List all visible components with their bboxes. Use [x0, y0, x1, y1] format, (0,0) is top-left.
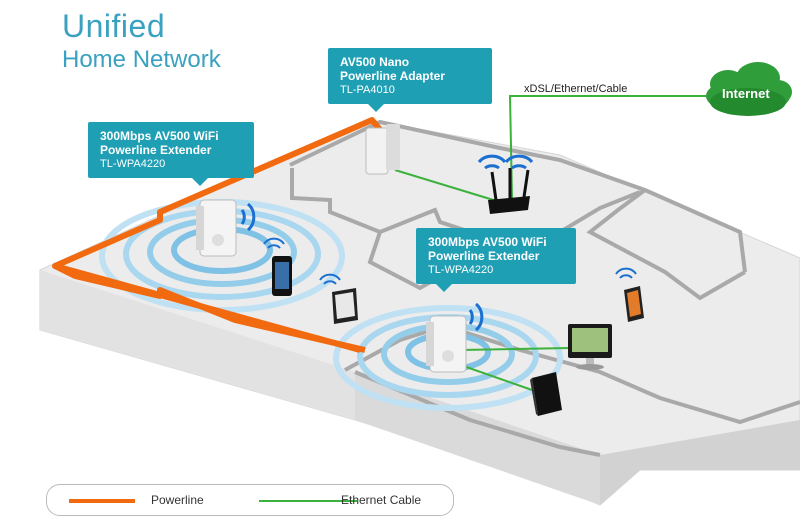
- nas-tower-icon: [530, 372, 562, 416]
- callout-title: Powerline Extender: [100, 143, 212, 157]
- legend-powerline-label: Powerline: [151, 493, 204, 507]
- legend-ethernet-swatch: [259, 500, 357, 502]
- callout-title: Powerline Extender: [428, 249, 540, 263]
- ethernet-adapter-router: [394, 169, 501, 203]
- legend-ethernet-label: Ethernet Cable: [341, 493, 422, 507]
- android-phone-icon: [624, 286, 644, 322]
- ethernet-extender-desktop: [459, 347, 571, 351]
- callout-title: 300Mbps AV500 WiFi: [100, 129, 219, 143]
- callout-model: TL-PA4010: [340, 84, 395, 96]
- callout-title: 300Mbps AV500 WiFi: [428, 235, 547, 249]
- desktop-monitor-icon: [568, 324, 612, 370]
- callout-adapter: AV500 Nano Powerline Adapter TL-PA4010: [328, 48, 492, 112]
- powerline-wiring-lower: [53, 263, 366, 353]
- powerline-adapter-icon: [365, 124, 400, 175]
- callout-title: AV500 Nano: [340, 55, 410, 69]
- page-title: Unified: [62, 8, 166, 44]
- ethernet-to-isp: [508, 95, 718, 199]
- legend-powerline-swatch: [69, 499, 135, 503]
- smartphone-icon: [272, 256, 292, 296]
- router-icon: [488, 168, 530, 214]
- callout-title: Powerline Adapter: [340, 69, 445, 83]
- tablet-icon: [332, 288, 358, 324]
- wifi-extender-icon: [196, 199, 237, 257]
- wifi-extender-icon: [426, 315, 467, 373]
- legend: Powerline Ethernet Cable: [46, 484, 454, 516]
- wifi-signal-icon: [263, 237, 637, 285]
- internet-label: Internet: [722, 86, 770, 101]
- callout-extender-right: 300Mbps AV500 WiFi Powerline Extender TL…: [416, 228, 576, 292]
- callout-model: TL-WPA4220: [428, 264, 494, 276]
- cloud-icon: [706, 62, 792, 116]
- wifi-signal-icon: [240, 154, 534, 332]
- callout-extender-left: 300Mbps AV500 WiFi Powerline Extender TL…: [88, 122, 254, 186]
- page-subtitle: Home Network: [62, 46, 221, 73]
- callout-model: TL-WPA4220: [100, 158, 166, 170]
- isp-label: xDSL/Ethernet/Cable: [524, 83, 628, 95]
